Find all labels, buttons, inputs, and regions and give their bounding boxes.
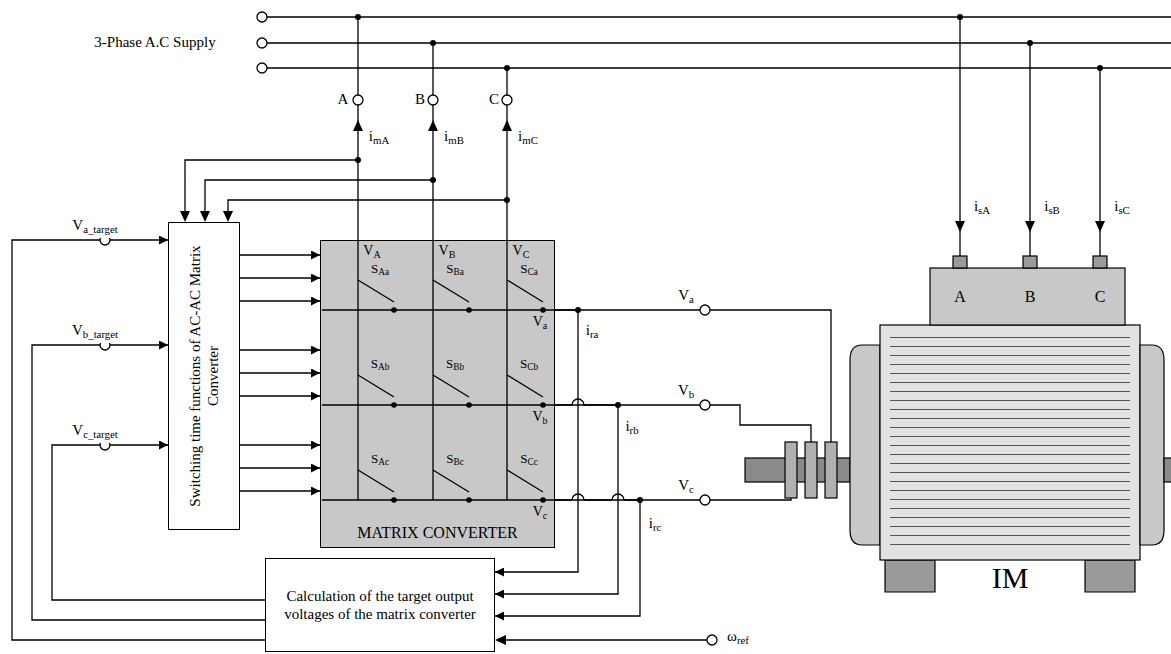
motor-label: IM — [992, 561, 1029, 595]
signal-connector — [240, 444, 320, 445]
subscript: Cc — [527, 457, 537, 467]
signal-label: A — [954, 288, 966, 305]
subscript: ra — [590, 328, 598, 340]
subscript: A — [373, 249, 380, 260]
signal-connector — [240, 395, 320, 396]
signal-label: SBa — [446, 260, 464, 281]
signal-connector — [495, 500, 640, 616]
signal-label: C — [1095, 288, 1106, 305]
subscript: b_target — [83, 328, 118, 340]
signal-label: 3-Phase A.C Supply — [94, 34, 215, 51]
subscript: B — [449, 249, 456, 260]
node-text: Calculation of the target output voltage… — [266, 581, 494, 629]
subscript: sB — [1048, 204, 1059, 216]
signal-label: VA — [363, 242, 380, 263]
subscript: Cb — [527, 362, 538, 372]
subscript: ref — [737, 634, 749, 646]
subscript: c — [543, 510, 547, 521]
subscript: b — [543, 415, 548, 426]
subscript: Bb — [453, 362, 464, 372]
signal-label: VB — [439, 242, 456, 263]
subscript: C — [523, 249, 530, 260]
signal-label: B — [415, 91, 425, 108]
edge-label: irb — [624, 418, 639, 439]
signal-connector — [240, 349, 320, 350]
edge-label: Vb_target — [71, 322, 119, 343]
signal-connector — [240, 277, 320, 278]
signal-label: imA — [369, 128, 389, 149]
signal-label: SAb — [371, 355, 390, 376]
signal-label: Vb — [532, 408, 547, 429]
signal-label: imC — [518, 128, 538, 149]
signal-connector — [240, 467, 320, 468]
signal-connector — [240, 372, 320, 373]
signal-connector — [240, 300, 320, 301]
subscript: c_target — [83, 428, 118, 440]
signal-label: isA — [974, 198, 990, 219]
subscript: Ab — [378, 362, 389, 372]
edge-label: Vc_target — [71, 422, 118, 443]
edge-label: Va_target — [71, 217, 118, 238]
subscript: rc — [653, 521, 661, 533]
subscript: a — [689, 293, 694, 305]
subscript: mA — [373, 134, 389, 146]
signal-label: Vc — [533, 503, 548, 524]
signal-label: SCc — [520, 450, 538, 471]
signal-connector — [240, 254, 320, 255]
signal-label: SBb — [446, 355, 464, 376]
subscript: Ac — [378, 457, 389, 467]
subscript: Ba — [453, 267, 463, 277]
switching-function-block: Switching time functions of AC-AC Matrix… — [168, 222, 240, 530]
signal-label: SCa — [520, 260, 538, 281]
subscript: sC — [1118, 204, 1129, 216]
subscript: Aa — [378, 267, 389, 277]
subscript: a — [543, 320, 547, 331]
signal-label: SAa — [371, 260, 389, 281]
signal-label: VC — [513, 242, 530, 263]
signal-connector — [240, 490, 320, 491]
subscript: mB — [448, 134, 464, 146]
subscript: b — [689, 388, 694, 400]
subscript: rb — [630, 424, 639, 436]
signal-label: isC — [1114, 198, 1130, 219]
signal-label: imB — [444, 128, 464, 149]
edge-label: irc — [648, 515, 663, 536]
subscript: Bc — [453, 457, 463, 467]
node-text: Switching time functions of AC-AC Matrix… — [186, 230, 222, 522]
signal-label: ωref — [727, 628, 749, 649]
signal-label: SAc — [371, 450, 389, 471]
signal-label: A — [338, 91, 349, 108]
calculation-block: Calculation of the target output voltage… — [265, 558, 495, 652]
signal-label: Vc — [678, 477, 694, 498]
signal-label: Vb — [678, 382, 694, 403]
signal-label: SCb — [520, 355, 538, 376]
subscript: sA — [978, 204, 990, 216]
subscript: a_target — [83, 223, 118, 235]
signal-label: B — [1025, 288, 1036, 305]
subscript: c — [689, 483, 694, 495]
signal-label: Va — [533, 313, 548, 334]
subscript: mC — [522, 134, 538, 146]
signal-label: Va — [678, 287, 694, 308]
signal-label: SBc — [446, 450, 464, 471]
signal-label: C — [489, 91, 499, 108]
node-text: MATRIX CONVERTER — [321, 523, 554, 542]
edge-label: ira — [585, 322, 600, 343]
subscript: Ca — [527, 267, 537, 277]
signal-label: isB — [1044, 198, 1060, 219]
matrix-converter: MATRIX CONVERTER — [320, 240, 555, 548]
